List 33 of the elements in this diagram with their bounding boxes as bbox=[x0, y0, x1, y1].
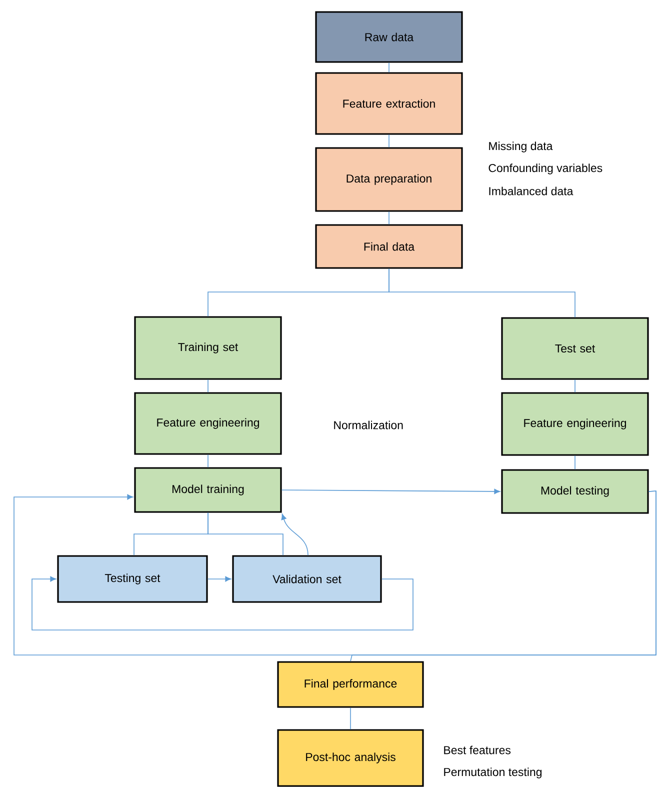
connector bbox=[388, 268, 576, 318]
annotation: Normalization bbox=[334, 420, 403, 430]
annotation: Imbalanced data bbox=[489, 186, 574, 196]
connector bbox=[574, 379, 576, 393]
process-box: Model training bbox=[134, 467, 282, 513]
process-box: Training set bbox=[134, 316, 282, 380]
connector bbox=[281, 488, 500, 494]
connector bbox=[207, 576, 232, 582]
process-box: Post-hoc analysis bbox=[277, 729, 424, 787]
annotation: Missing data bbox=[489, 142, 553, 152]
annotation: Confounding variables bbox=[488, 164, 602, 174]
process-box: Validation set bbox=[232, 555, 382, 603]
connector bbox=[281, 514, 308, 556]
process-box: Data preparation bbox=[315, 147, 463, 212]
annotation: Best features bbox=[444, 746, 511, 754]
connector bbox=[350, 707, 351, 730]
connector bbox=[32, 576, 414, 630]
process-box: Model testing bbox=[501, 469, 649, 514]
process-box: Test set bbox=[501, 317, 649, 380]
connector bbox=[388, 62, 390, 73]
connector bbox=[388, 134, 390, 148]
process-box: Feature engineering bbox=[501, 392, 649, 456]
process-box: Feature extraction bbox=[315, 72, 463, 135]
process-box: Feature engineering bbox=[134, 392, 282, 455]
annotation: Permutation testing bbox=[444, 768, 542, 778]
process-box: Final performance bbox=[277, 661, 424, 708]
connector bbox=[208, 512, 284, 556]
process-box: Testing set bbox=[57, 555, 208, 603]
connector bbox=[574, 455, 576, 470]
connector bbox=[350, 490, 656, 662]
connector bbox=[388, 211, 390, 225]
process-box: Raw data bbox=[315, 11, 463, 63]
process-box: Final data bbox=[315, 224, 463, 269]
